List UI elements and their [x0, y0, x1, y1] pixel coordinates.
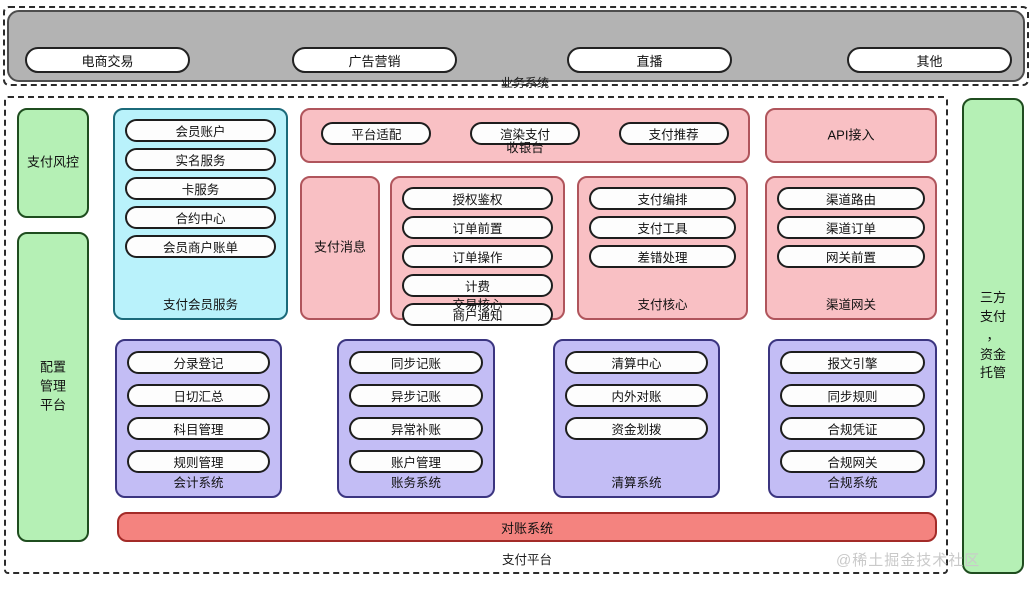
business-system-band: 电商交易 广告营销 直播 其他 业务系统	[7, 10, 1025, 90]
pink-group-2-chip-5[interactable]: 商户通知	[402, 303, 553, 326]
purple-group-1-chip-list: 分录登记日切汇总科目管理规则管理	[127, 351, 270, 473]
member-service-chip-list: 会员账户实名服务卡服务合约中心会员商户账单	[125, 119, 276, 258]
member-service-chip-4[interactable]: 合约中心	[125, 206, 276, 229]
cashier-caption: 收银台	[506, 141, 544, 155]
business-item-2[interactable]: 广告营销	[292, 47, 457, 73]
purple-group-3-chip-2[interactable]: 内外对账	[565, 384, 708, 407]
cashier-panel-box: 平台适配 渲染支付 支付推荐收银台	[300, 108, 750, 163]
business-item-label: 广告营销	[348, 53, 401, 69]
purple-group-2-chip-list: 同步记账异步记账异常补账账户管理	[349, 351, 483, 473]
pink-group-4-chip-3[interactable]: 网关前置	[777, 245, 925, 268]
pink-group-2: 授权鉴权订单前置订单操作计费商户通知交易核心	[390, 176, 565, 326]
pink-group-3-chip-2[interactable]: 支付工具	[589, 216, 736, 239]
pink-group-4: 渠道路由渠道订单网关前置渠道网关	[765, 176, 937, 320]
third-party-payment-panel: 三方 支付 ， 资金 托管	[962, 98, 1024, 574]
pink-group-2-chip-4[interactable]: 计费	[402, 274, 553, 297]
purple-group-3-chip-3[interactable]: 资金划拨	[565, 417, 708, 440]
watermark: @稀土掘金技术社区	[836, 552, 981, 569]
business-system-label: 业务系统	[500, 76, 549, 90]
business-item-label: 其他	[916, 53, 943, 69]
purple-group-2-chip-1[interactable]: 同步记账	[349, 351, 483, 374]
left-green-panel-1: 支付风控	[17, 108, 89, 218]
purple-group-4-chip-list: 报文引擎同步规则合规凭证合规网关	[780, 351, 925, 473]
purple-group-2-chip-2[interactable]: 异步记账	[349, 384, 483, 407]
left-green-panel-label-2: 配置 管理 平台	[39, 359, 66, 413]
purple-group-3-caption: 清算系统	[611, 476, 662, 490]
pink-group-3-caption: 支付核心	[637, 298, 688, 312]
member-service-panel: 会员账户实名服务卡服务合约中心会员商户账单支付会员服务	[113, 108, 288, 320]
purple-group-2-chip-4[interactable]: 账户管理	[349, 450, 483, 473]
member-service-chip-3[interactable]: 卡服务	[125, 177, 276, 200]
pink-group-2-chip-3[interactable]: 订单操作	[402, 245, 553, 268]
member-service-chip-1[interactable]: 会员账户	[125, 119, 276, 142]
business-item-label: 直播	[636, 53, 663, 69]
cashier-chip-row: 平台适配 渲染支付 支付推荐	[302, 122, 748, 145]
pink-group-4-chip-1[interactable]: 渠道路由	[777, 187, 925, 210]
purple-group-4-caption: 合规系统	[827, 476, 878, 490]
payment-platform-label: 支付平台	[501, 553, 552, 567]
purple-group-2-chip-3[interactable]: 异常补账	[349, 417, 483, 440]
reconciliation-system-label: 对账系统	[500, 520, 553, 536]
business-item-label: 电商交易	[81, 53, 134, 69]
purple-group-3-chip-1[interactable]: 清算中心	[565, 351, 708, 374]
pink-group-2-chip-1[interactable]: 授权鉴权	[402, 187, 553, 210]
left-green-panel-2: 配置 管理 平台	[17, 232, 89, 542]
pink-group-3-chip-list: 支付编排支付工具差错处理	[589, 187, 736, 268]
purple-group-4-chip-3[interactable]: 合规凭证	[780, 417, 925, 440]
member-service-chip-5[interactable]: 会员商户账单	[125, 235, 276, 258]
pink-group-4-chip-list: 渠道路由渠道订单网关前置	[777, 187, 925, 268]
pink-group-3-chip-3[interactable]: 差错处理	[589, 245, 736, 268]
purple-group-1-caption: 会计系统	[173, 476, 224, 490]
business-item-4[interactable]: 其他	[847, 47, 1012, 73]
purple-group-1-chip-4[interactable]: 规则管理	[127, 450, 270, 473]
third-party-payment-label: 三方 支付 ， 资金 托管	[979, 289, 1006, 381]
purple-group-1: 分录登记日切汇总科目管理规则管理会计系统	[115, 339, 282, 498]
purple-group-3: 清算中心内外对账资金划拨清算系统	[553, 339, 720, 498]
pink-group-2-caption: 交易核心	[452, 298, 503, 312]
pink-group-4-caption: 渠道网关	[825, 298, 876, 312]
pink-group-2-chip-2[interactable]: 订单前置	[402, 216, 553, 239]
reconciliation-system-bar[interactable]: 对账系统	[117, 512, 937, 542]
pink-group-4-chip-2[interactable]: 渠道订单	[777, 216, 925, 239]
payment-platform-frame	[4, 96, 948, 574]
pink-group-3-chip-1[interactable]: 支付编排	[589, 187, 736, 210]
business-item-1[interactable]: 电商交易	[25, 47, 190, 73]
pink-group-3: 支付编排支付工具差错处理支付核心	[577, 176, 748, 320]
cashier-chip-3[interactable]: 支付推荐	[618, 122, 729, 145]
cashier-chip-1[interactable]: 平台适配	[321, 122, 432, 145]
api-access-label: API接入	[827, 127, 875, 143]
purple-group-1-chip-1[interactable]: 分录登记	[127, 351, 270, 374]
pink-group-1-label: 支付消息	[313, 239, 366, 255]
purple-group-1-chip-2[interactable]: 日切汇总	[127, 384, 270, 407]
purple-group-4-chip-2[interactable]: 同步规则	[780, 384, 925, 407]
left-green-panel-label-1: 支付风控	[26, 154, 79, 170]
pink-group-1: 支付消息	[300, 176, 380, 320]
member-service-chip-2[interactable]: 实名服务	[125, 148, 276, 171]
pink-group-2-chip-list: 授权鉴权订单前置订单操作计费商户通知	[402, 187, 553, 326]
purple-group-4-chip-4[interactable]: 合规网关	[780, 450, 925, 473]
purple-group-3-chip-list: 清算中心内外对账资金划拨	[565, 351, 708, 440]
cashier-chip-2[interactable]: 渲染支付	[469, 122, 580, 145]
purple-group-2: 同步记账异步记账异常补账账户管理账务系统	[337, 339, 495, 498]
business-item-3[interactable]: 直播	[567, 47, 732, 73]
purple-group-2-caption: 账务系统	[390, 476, 441, 490]
member-service-caption: 支付会员服务	[162, 298, 238, 312]
purple-group-1-chip-3[interactable]: 科目管理	[127, 417, 270, 440]
purple-group-4: 报文引擎同步规则合规凭证合规网关合规系统	[768, 339, 937, 498]
api-access-box: API接入	[765, 108, 937, 163]
purple-group-4-chip-1[interactable]: 报文引擎	[780, 351, 925, 374]
